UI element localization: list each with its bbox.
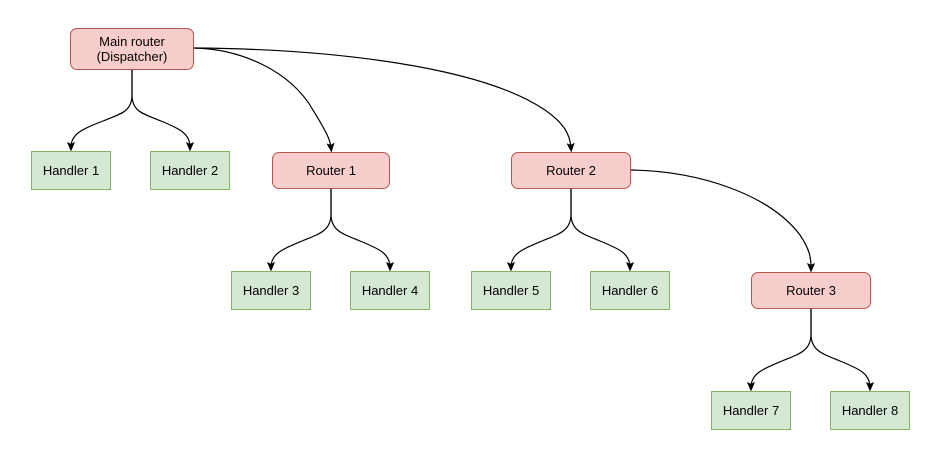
node-label-handler-2: Handler 2 bbox=[161, 163, 219, 178]
node-handler-3[interactable]: Handler 3 bbox=[231, 271, 311, 310]
node-handler-6[interactable]: Handler 6 bbox=[590, 271, 670, 310]
edge-main-to-handler-2 bbox=[131, 70, 195, 152]
node-main-router[interactable]: Main router (Dispatcher) bbox=[70, 28, 194, 70]
edge-router-2-to-handler-6 bbox=[570, 189, 635, 272]
edge-router-3-to-handler-7 bbox=[746, 309, 812, 392]
edge-main-to-router-1 bbox=[193, 47, 335, 153]
edge-router-1-to-handler-4 bbox=[330, 189, 395, 272]
node-handler-2[interactable]: Handler 2 bbox=[150, 151, 230, 190]
node-label-handler-6: Handler 6 bbox=[601, 283, 659, 298]
node-label-main-router: Main router (Dispatcher) bbox=[96, 34, 168, 64]
node-label-handler-5: Handler 5 bbox=[482, 283, 540, 298]
edges-group bbox=[66, 47, 875, 392]
node-handler-1[interactable]: Handler 1 bbox=[31, 151, 111, 190]
edge-main-to-handler-1 bbox=[66, 70, 133, 152]
node-label-router-3: Router 3 bbox=[786, 283, 836, 298]
node-label-handler-3: Handler 3 bbox=[242, 283, 300, 298]
node-router-2[interactable]: Router 2 bbox=[511, 152, 631, 189]
edge-router-1-to-handler-3 bbox=[266, 189, 332, 272]
edge-main-to-router-2 bbox=[193, 47, 575, 153]
node-label-handler-4: Handler 4 bbox=[361, 283, 419, 298]
node-handler-5[interactable]: Handler 5 bbox=[471, 271, 551, 310]
node-label-handler-8: Handler 8 bbox=[841, 403, 899, 418]
edge-router-2-to-router-3 bbox=[630, 169, 816, 273]
node-label-handler-7: Handler 7 bbox=[722, 403, 780, 418]
node-label-router-1: Router 1 bbox=[306, 163, 356, 178]
node-handler-4[interactable]: Handler 4 bbox=[350, 271, 430, 310]
node-handler-7[interactable]: Handler 7 bbox=[711, 391, 791, 430]
node-router-1[interactable]: Router 1 bbox=[272, 152, 390, 189]
node-label-handler-1: Handler 1 bbox=[42, 163, 100, 178]
node-label-router-2: Router 2 bbox=[546, 163, 596, 178]
node-router-3[interactable]: Router 3 bbox=[751, 272, 871, 309]
node-handler-8[interactable]: Handler 8 bbox=[830, 391, 910, 430]
edge-router-2-to-handler-5 bbox=[506, 189, 572, 272]
edge-router-3-to-handler-8 bbox=[810, 309, 875, 392]
